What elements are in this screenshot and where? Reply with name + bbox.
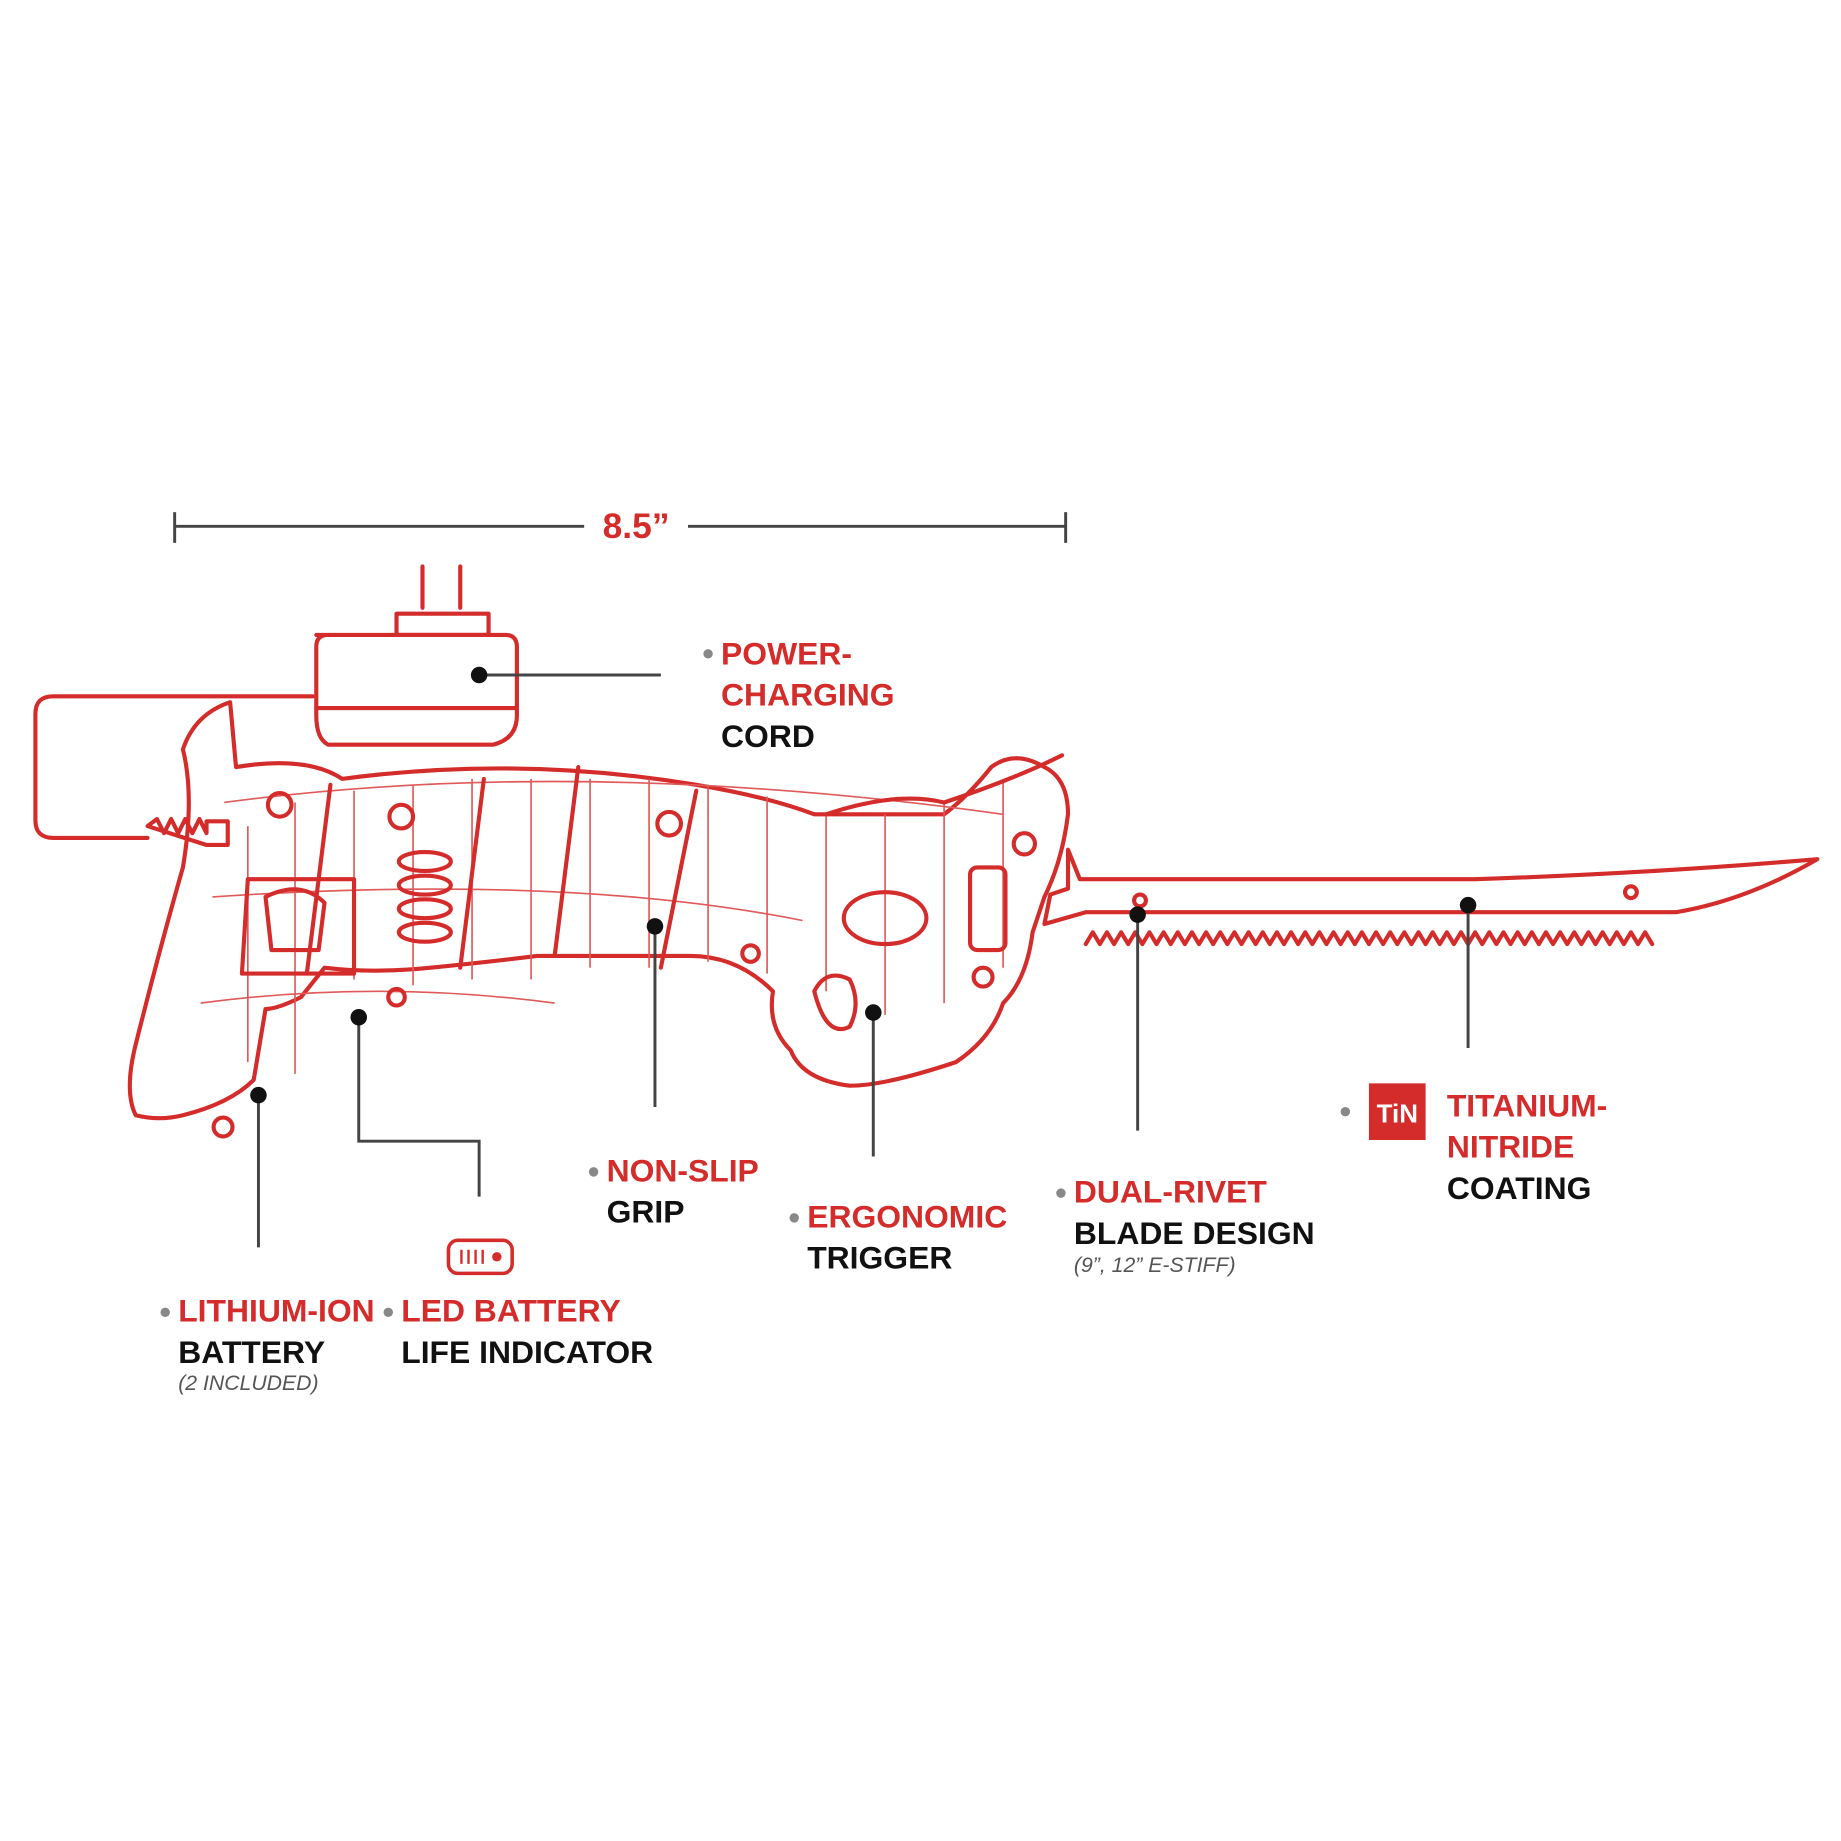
svg-text:DUAL-RIVET: DUAL-RIVET — [1074, 1174, 1267, 1210]
callout-lithium-ion-battery: LITHIUM-ION BATTERY (2 INCLUDED) — [160, 1293, 375, 1395]
callout-power-charging-cord: POWER- CHARGING CORD — [703, 635, 895, 754]
svg-text:LED BATTERY: LED BATTERY — [401, 1293, 620, 1329]
svg-text:LIFE INDICATOR: LIFE INDICATOR — [401, 1334, 653, 1370]
callout-non-slip-grip: NON-SLIP GRIP — [588, 1152, 759, 1230]
dimension-indicator: 8.5” — [173, 506, 1068, 546]
blade-illustration — [1042, 847, 1820, 947]
svg-text:GRIP: GRIP — [607, 1194, 685, 1230]
svg-text:(2 INCLUDED): (2 INCLUDED) — [178, 1371, 318, 1395]
svg-text:ERGONOMIC: ERGONOMIC — [807, 1198, 1007, 1234]
svg-text:NITRIDE: NITRIDE — [1447, 1129, 1574, 1165]
callout-leaders — [250, 666, 1477, 1248]
svg-text:LITHIUM-ION: LITHIUM-ION — [178, 1293, 374, 1329]
callout-led-battery-indicator: LED BATTERY LIFE INDICATOR — [383, 1238, 653, 1370]
tin-badge — [1368, 1083, 1426, 1141]
svg-text:BLADE DESIGN: BLADE DESIGN — [1074, 1215, 1315, 1251]
svg-text:COATING: COATING — [1447, 1170, 1592, 1206]
handle-illustration — [127, 700, 1071, 1139]
svg-text:(9”, 12” E-STIFF): (9”, 12” E-STIFF) — [1074, 1253, 1236, 1277]
svg-text:TITANIUM-: TITANIUM- — [1447, 1087, 1607, 1123]
svg-text:TRIGGER: TRIGGER — [807, 1240, 952, 1276]
callout-dual-rivet-blade: DUAL-RIVET BLADE DESIGN (9”, 12” E-STIFF… — [1056, 1174, 1315, 1277]
battery-indicator-icon — [446, 1238, 514, 1276]
svg-text:CORD: CORD — [721, 718, 815, 754]
charger-illustration — [33, 564, 519, 848]
svg-text:BATTERY: BATTERY — [178, 1334, 325, 1370]
callout-ergonomic-trigger: ERGONOMIC TRIGGER — [789, 1198, 1007, 1276]
svg-text:NON-SLIP: NON-SLIP — [607, 1152, 759, 1188]
svg-text:CHARGING: CHARGING — [721, 677, 894, 713]
svg-text:POWER-: POWER- — [721, 635, 852, 671]
dimension-label: 8.5” — [603, 506, 670, 546]
svg-text:TiN: TiN — [1377, 1098, 1418, 1128]
callout-titanium-nitride-coating: TiN TITANIUM- NITRIDE COATING — [1340, 1083, 1607, 1206]
